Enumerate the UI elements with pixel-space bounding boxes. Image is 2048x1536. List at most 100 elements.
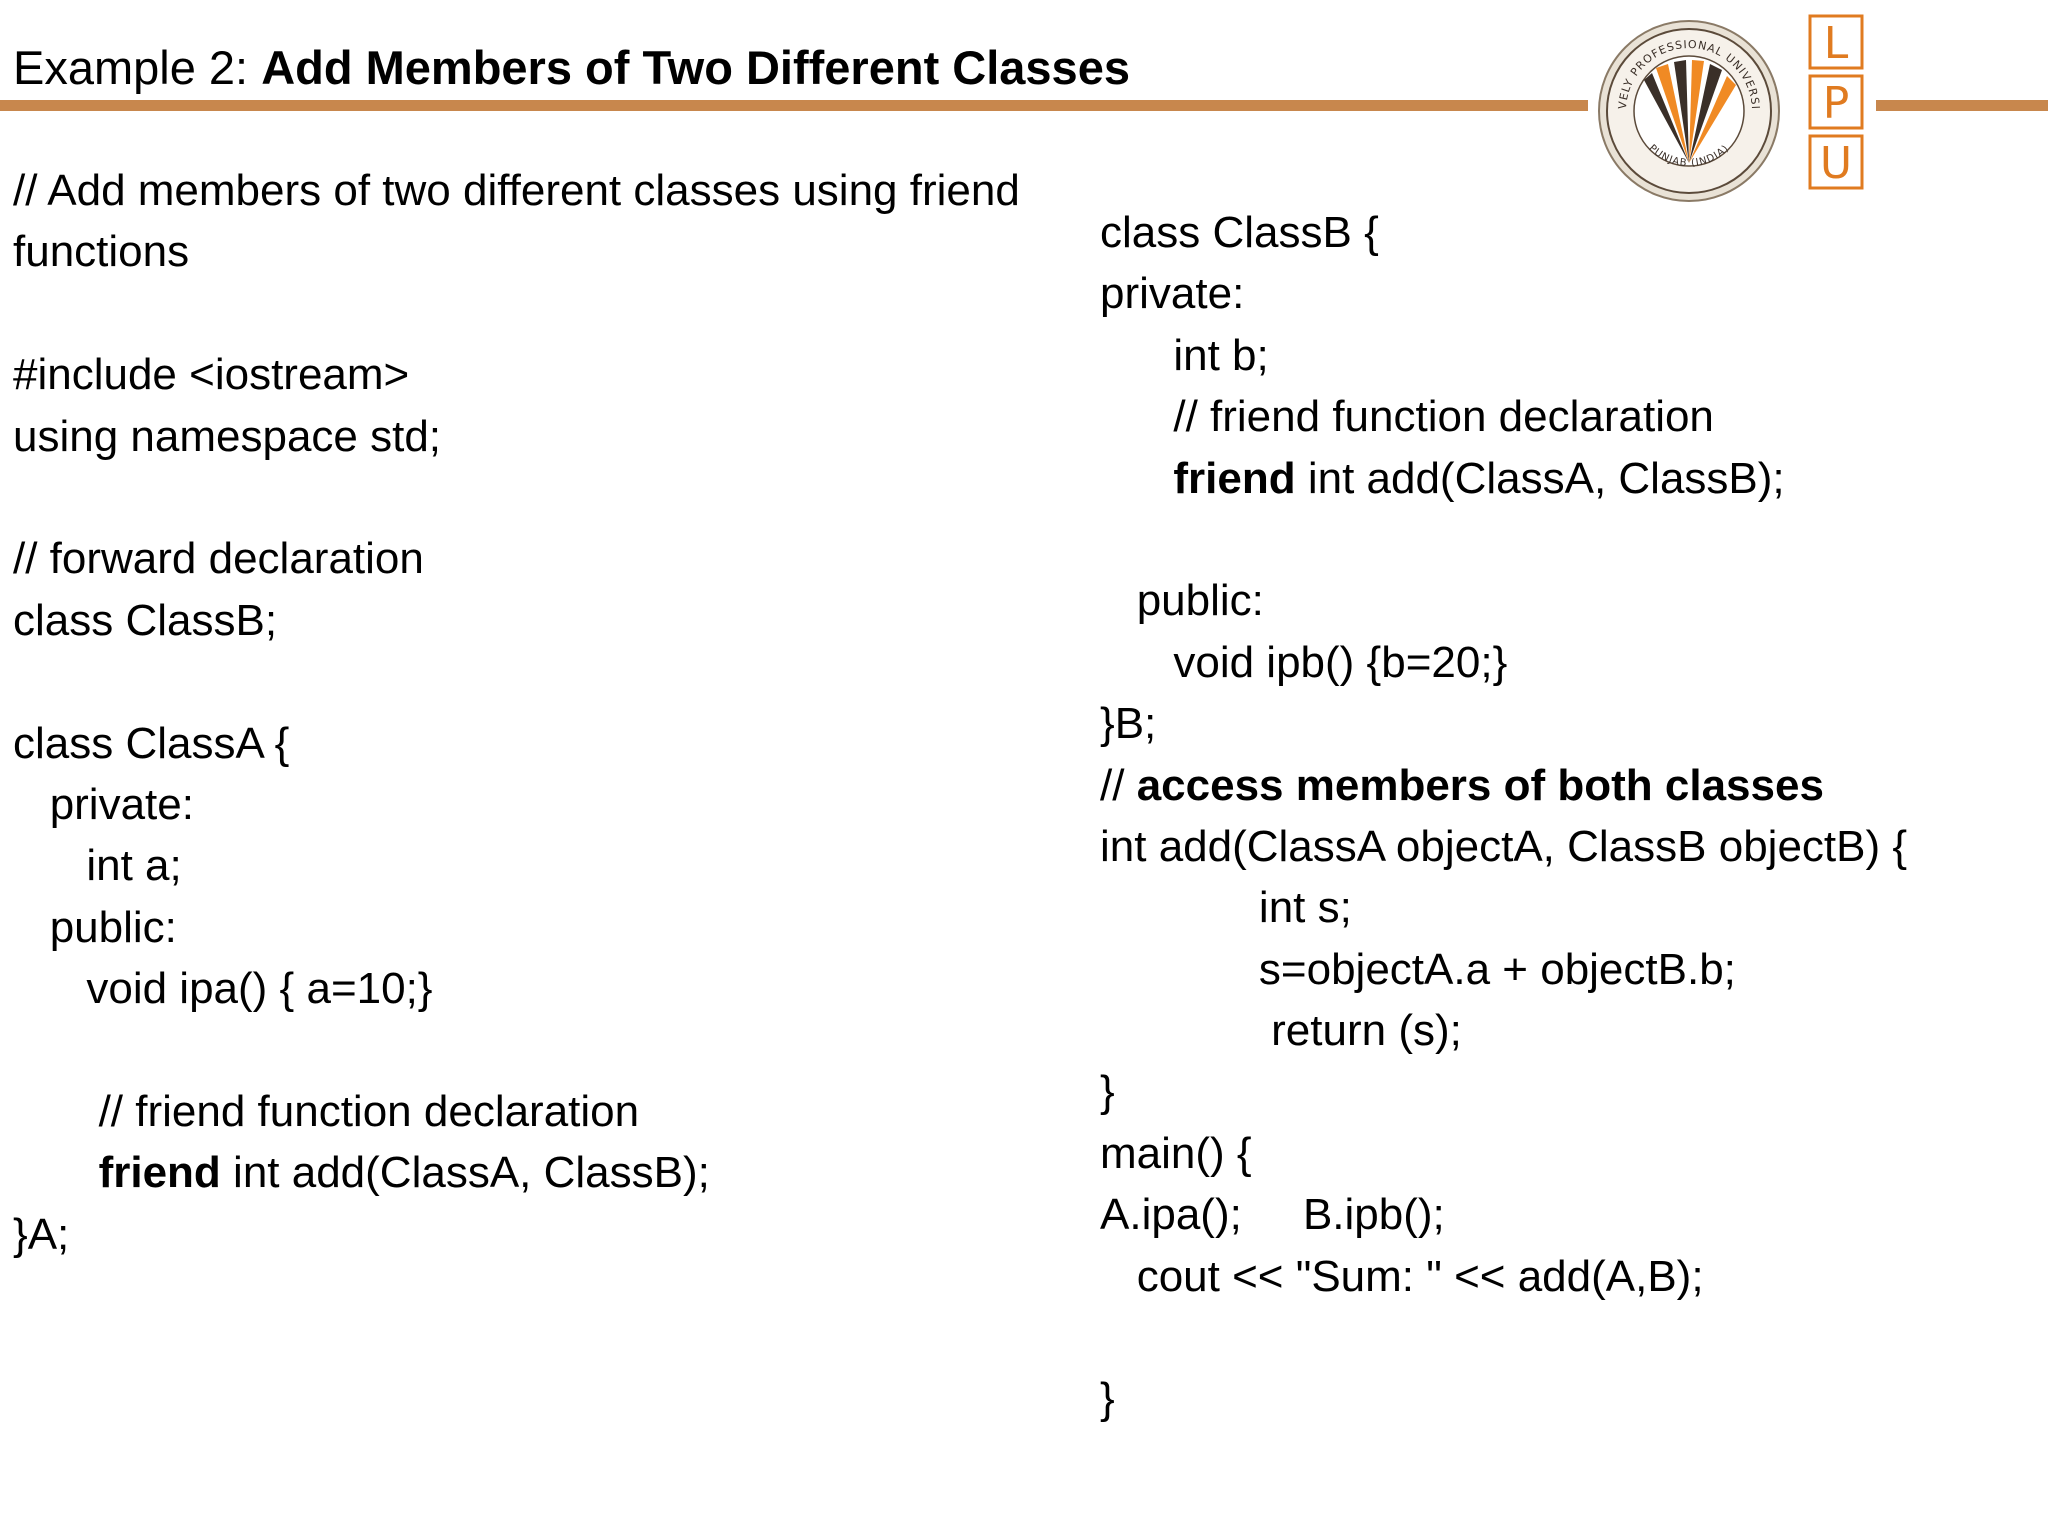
slide-title: Example 2: Add Members of Two Different …	[13, 36, 1130, 100]
code-text: private:	[49, 779, 194, 829]
code-line: // forward declaration	[13, 528, 1020, 589]
code-text: int s;	[1258, 883, 1352, 933]
code-line: return (s);	[1100, 1000, 1907, 1061]
code-line: int add(ClassA objectA, ClassB objectB) …	[1100, 816, 1907, 877]
code-text: int add(ClassA, ClassB);	[1295, 453, 1785, 503]
code-line: public:	[13, 897, 1020, 958]
code-line: class ClassB;	[13, 590, 1020, 651]
code-text: return (s);	[1271, 1006, 1462, 1056]
code-indent	[1100, 1252, 1137, 1301]
logo-letter-l: L	[1824, 18, 1849, 69]
code-line: friend int add(ClassA, ClassB);	[1100, 448, 1907, 509]
code-keyword-bold: access members of both classes	[1136, 760, 1824, 810]
code-indent	[1100, 638, 1173, 687]
code-text: // friend function declaration	[98, 1086, 640, 1136]
code-indent	[1100, 945, 1259, 994]
code-line: functions	[13, 221, 1020, 282]
code-line: }	[1100, 1368, 1907, 1429]
code-text: //	[1100, 760, 1137, 810]
code-indent	[13, 780, 50, 829]
code-line: // friend function declaration	[1100, 386, 1907, 447]
code-indent	[1100, 883, 1259, 932]
code-indent	[13, 1087, 99, 1136]
code-line: private:	[13, 774, 1020, 835]
code-text: void ipb() {b=20;}	[1173, 637, 1508, 687]
code-text: }A;	[13, 1209, 70, 1259]
code-line: friend int add(ClassA, ClassB);	[13, 1142, 1020, 1203]
code-keyword-bold: friend	[98, 1148, 221, 1198]
code-text: }	[1100, 1374, 1115, 1424]
code-block-left: // Add members of two different classes …	[13, 160, 1020, 1265]
code-text: int add(ClassA, ClassB);	[220, 1148, 710, 1198]
code-text: private:	[1100, 269, 1245, 319]
code-line: // access members of both classes	[1100, 755, 1907, 816]
code-text: }B;	[1100, 699, 1157, 749]
code-text: void ipa() { a=10;}	[86, 964, 433, 1014]
code-text: class ClassB {	[1100, 208, 1379, 257]
university-seal-logo: LOVELY PROFESSIONAL UNIVERSITY PUNJAB (I…	[1596, 18, 1780, 202]
code-line: int a;	[13, 835, 1020, 896]
logo-letter-p: P	[1823, 78, 1850, 129]
code-line	[1100, 509, 1907, 570]
code-line: }	[1100, 1061, 1907, 1122]
code-line: private:	[1100, 263, 1907, 324]
code-indent	[1100, 331, 1173, 380]
code-text: int b;	[1173, 330, 1269, 380]
code-line: class ClassB {	[1100, 202, 1907, 263]
code-indent	[13, 903, 50, 952]
code-line: #include <iostream>	[13, 344, 1020, 405]
code-line	[13, 651, 1020, 712]
code-text: using namespace std;	[13, 411, 442, 461]
code-line: // Add members of two different classes …	[13, 160, 1020, 221]
code-text: class ClassB;	[13, 595, 278, 645]
code-line: }B;	[1100, 693, 1907, 754]
code-keyword-bold: friend	[1173, 453, 1296, 503]
code-text: main() {	[1100, 1128, 1252, 1178]
code-line: cout << "Sum: " << add(A,B);	[1100, 1246, 1907, 1307]
code-line: void ipa() { a=10;}	[13, 958, 1020, 1019]
title-rule-right	[1876, 100, 2048, 111]
code-line	[13, 283, 1020, 344]
code-indent	[13, 841, 86, 890]
code-indent	[1100, 576, 1137, 625]
code-text: // friend function declaration	[1173, 392, 1714, 442]
code-line: int s;	[1100, 877, 1907, 938]
slide-title-prefix: Example 2:	[13, 41, 262, 94]
logo-letter-u: U	[1820, 138, 1852, 189]
code-text: #include <iostream>	[13, 350, 410, 400]
title-rule-left	[0, 100, 1588, 111]
code-block-right: class ClassB { private: int b; // friend …	[1100, 202, 1907, 1430]
code-text: int add(ClassA objectA, ClassB objectB) …	[1100, 821, 1908, 871]
code-line: main() {	[1100, 1123, 1907, 1184]
code-indent	[1100, 454, 1173, 503]
code-line: void ipb() {b=20;}	[1100, 632, 1907, 693]
code-text: cout << "Sum: " << add(A,B);	[1136, 1251, 1704, 1301]
code-text: A.ipa(); B.ipb();	[1100, 1190, 1445, 1240]
code-line: A.ipa(); B.ipb();	[1100, 1184, 1907, 1245]
code-line: // friend function declaration	[13, 1081, 1020, 1142]
lpu-letters-logo: L P U	[1808, 14, 1864, 190]
code-line	[13, 467, 1020, 528]
code-text: // Add members of two different classes …	[13, 166, 1020, 215]
slide-title-bold: Add Members of Two Different Classes	[261, 41, 1130, 94]
code-indent	[13, 964, 86, 1013]
code-text: int a;	[86, 841, 182, 891]
code-text: // forward declaration	[13, 534, 424, 584]
code-text: class ClassA {	[13, 718, 290, 768]
code-text: public:	[1136, 576, 1264, 626]
code-indent	[13, 1148, 99, 1197]
code-indent	[1100, 1006, 1271, 1055]
code-text: }	[1100, 1067, 1115, 1117]
code-text: functions	[13, 227, 190, 277]
code-line: using namespace std;	[13, 406, 1020, 467]
code-line: public:	[1100, 570, 1907, 631]
code-line	[1100, 1307, 1907, 1368]
code-line: int b;	[1100, 325, 1907, 386]
code-line: }A;	[13, 1204, 1020, 1265]
code-text: s=objectA.a + objectB.b;	[1258, 944, 1736, 994]
code-line	[13, 1019, 1020, 1080]
code-line: s=objectA.a + objectB.b;	[1100, 939, 1907, 1000]
code-text: public:	[49, 902, 177, 952]
code-indent	[1100, 392, 1173, 441]
code-line: class ClassA {	[13, 713, 1020, 774]
